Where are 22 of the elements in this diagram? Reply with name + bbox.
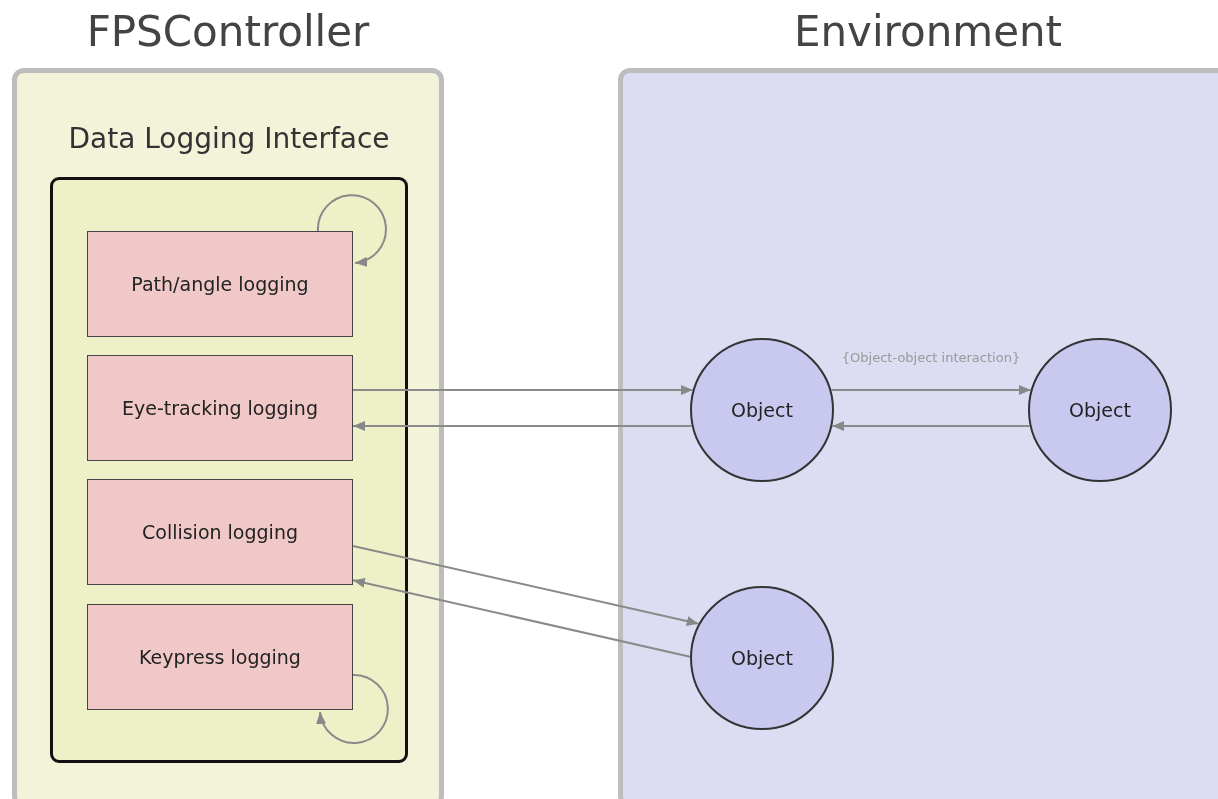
panel-title: Environment <box>792 7 1064 56</box>
node-label: Collision logging <box>142 521 298 543</box>
node-label: Path/angle logging <box>131 273 309 295</box>
process-box <box>87 604 353 710</box>
node-label: Object <box>731 399 793 421</box>
node-label: Eye-tracking logging <box>122 397 318 419</box>
arrow <box>352 385 694 395</box>
process-box <box>87 355 353 461</box>
arrow <box>831 421 1031 431</box>
arrow <box>830 385 1032 395</box>
process-box <box>87 479 353 585</box>
group-heading: Data Logging Interface <box>67 122 391 155</box>
self-loop-arrow <box>316 674 389 744</box>
node-label: Object <box>1069 399 1131 421</box>
process-box <box>87 231 353 337</box>
arrow <box>352 544 700 626</box>
arrow <box>352 421 693 431</box>
self-loop-arrow <box>317 194 387 267</box>
panel-title: FPSController <box>85 7 371 56</box>
node-label: Keypress logging <box>139 646 301 668</box>
node-label: Object <box>731 647 793 669</box>
arrow <box>352 577 691 658</box>
